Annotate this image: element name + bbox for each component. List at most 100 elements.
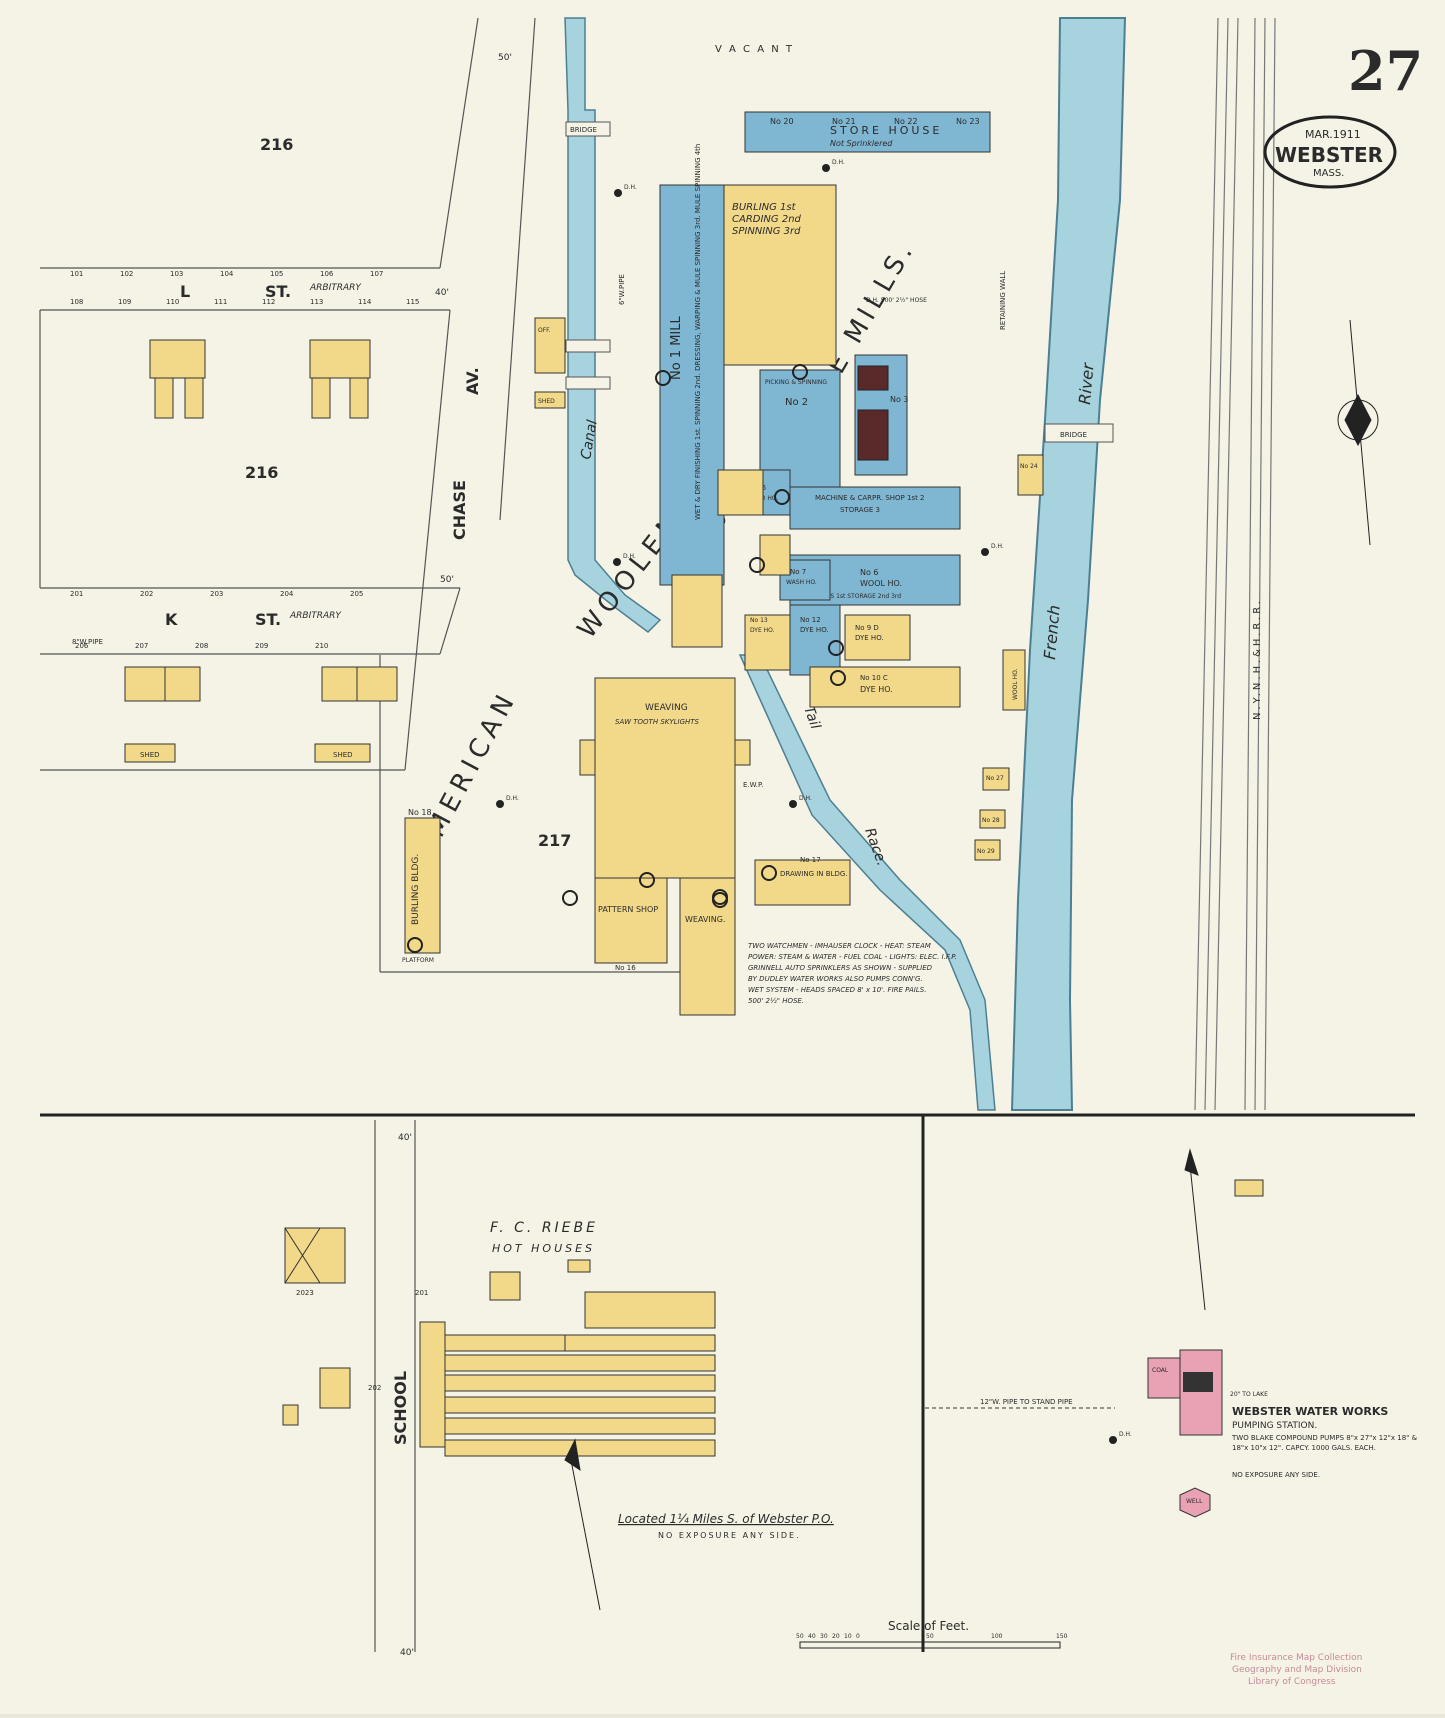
burling-bldg-label: BURLING BLDG. bbox=[411, 854, 421, 925]
small-building-c bbox=[759, 534, 791, 576]
address-number: 108 bbox=[70, 298, 83, 306]
sprinkler-marker bbox=[712, 892, 728, 908]
dye-13-label: DYE HO. bbox=[750, 627, 775, 634]
scale-tick-label: 50 bbox=[926, 1633, 934, 1640]
street-chase-suffix: AV. bbox=[463, 367, 482, 395]
building-no24 bbox=[1017, 454, 1044, 496]
address-number: 107 bbox=[370, 270, 383, 278]
burling-bldg bbox=[404, 817, 441, 954]
title-date: MAR.1911 bbox=[1305, 128, 1361, 141]
ewp-label: E.W.P. bbox=[743, 781, 763, 789]
compass-rose bbox=[1337, 319, 1379, 546]
address-number: 111 bbox=[214, 298, 227, 306]
hydrant-label: D.H. bbox=[832, 159, 845, 166]
scale-tick-label: 20 bbox=[832, 1633, 840, 1640]
wash-house-label: WASH HO. bbox=[786, 579, 817, 586]
tail-race-label: Tail bbox=[800, 704, 823, 732]
picking-label: PICKING & SPINNING bbox=[765, 379, 827, 386]
building-no28-label: No 28 bbox=[982, 817, 1000, 824]
address-number: 110 bbox=[166, 298, 179, 306]
office-label: OFF. bbox=[538, 327, 551, 334]
bridges bbox=[565, 121, 1114, 443]
building-no2-label: No 2 bbox=[785, 397, 808, 408]
mill-note-line: POWER: STEAM & WATER - FUEL COAL - LIGHT… bbox=[748, 953, 957, 961]
drawing-in-building bbox=[754, 859, 851, 906]
pumping-station-boilers bbox=[1183, 1372, 1213, 1392]
retaining-wall-label: RETAINING WALL bbox=[999, 271, 1007, 330]
address-number: 209 bbox=[255, 642, 268, 650]
pattern-shop-label: PATTERN SHOP bbox=[598, 905, 658, 914]
mill-note-line: BY DUDLEY WATER WORKS ALSO PUMPS CONN'G. bbox=[748, 975, 923, 983]
hydrant-label: D.H. bbox=[991, 543, 1004, 550]
wool-house-east-label: WOOL HO. bbox=[1012, 668, 1019, 700]
street-width-40c: 40' bbox=[435, 288, 449, 298]
scale-tick-label: 0 bbox=[856, 1633, 860, 1640]
wpipe-label: 6"W.PIPE bbox=[618, 274, 626, 305]
building-no18-label: No 18 bbox=[408, 808, 432, 817]
building-no16-label: No 16 bbox=[615, 964, 636, 972]
storage-bins-b bbox=[857, 409, 889, 461]
north-arrow-left bbox=[564, 1438, 601, 1611]
hydrant-label: D.H. bbox=[624, 184, 637, 191]
street-chase: CHASE bbox=[450, 480, 469, 540]
coal-label: COAL bbox=[1152, 1367, 1169, 1374]
bins-label: BINS 1st STORAGE 2nd 3rd bbox=[820, 593, 901, 600]
water-works-pumps: TWO BLAKE COMPOUND PUMPS 8"x 27"x 12"x 1… bbox=[1231, 1434, 1418, 1442]
burling-building bbox=[723, 184, 837, 366]
to-lake: 20" TO LAKE bbox=[1230, 1391, 1268, 1398]
street-width-50b: 50' bbox=[440, 575, 454, 585]
dye-house-13 bbox=[744, 614, 791, 671]
school-201: 201 bbox=[415, 1289, 428, 1297]
address-number: 106 bbox=[320, 270, 334, 278]
title-city: WEBSTER bbox=[1275, 143, 1383, 167]
sprinkler-marker bbox=[749, 557, 765, 573]
no-exposure-note: NO EXPOSURE ANY SIDE. bbox=[658, 1531, 801, 1540]
storage-bins-a bbox=[857, 365, 889, 391]
spinning-label: SPINNING 3rd bbox=[732, 226, 801, 237]
small-building-b bbox=[717, 469, 764, 516]
address-number: 202 bbox=[140, 590, 153, 598]
address-number: 109 bbox=[118, 298, 131, 306]
address-number: 113 bbox=[310, 298, 323, 306]
address-number: 112 bbox=[262, 298, 275, 306]
weaving-building bbox=[594, 677, 736, 879]
hydrant-markers: D.H.D.H.D.H.D.H.D.H.D.H.D.H. bbox=[407, 159, 1132, 1444]
address-number: 101 bbox=[70, 270, 83, 278]
shed-k-2: SHED bbox=[333, 751, 353, 759]
building-no27-label: No 27 bbox=[986, 775, 1004, 782]
wool-house-label: WOOL HO. bbox=[860, 579, 902, 588]
dye-9d-label: DYE HO. bbox=[855, 634, 884, 642]
mill-fire-protection-note: TWO WATCHMEN - IMHAUSER CLOCK - HEAT: ST… bbox=[748, 942, 957, 1005]
building-no3-label: No 3 bbox=[890, 395, 909, 404]
scale-tick-label: 150 bbox=[1056, 1633, 1068, 1640]
hydrant-dot bbox=[496, 800, 504, 808]
scale-tick-label: 10 bbox=[844, 1633, 852, 1640]
dye-house-12 bbox=[789, 604, 841, 676]
french-river bbox=[1010, 17, 1127, 1111]
sprinkler-marker bbox=[562, 890, 578, 906]
location-note: Located 1¼ Miles S. of Webster P.O. bbox=[618, 1512, 834, 1526]
sprinkler-marker bbox=[639, 872, 655, 888]
hydrant-label: D.H. bbox=[1119, 1431, 1132, 1438]
saw-tooth-label: SAW TOOTH SKYLIGHTS bbox=[615, 718, 700, 726]
street-l: L bbox=[180, 282, 190, 301]
river-label: River bbox=[1075, 361, 1098, 405]
street-width-40: 40' bbox=[398, 1133, 412, 1143]
loc-stamp-3: Library of Congress bbox=[1248, 1677, 1336, 1687]
shed-canal bbox=[534, 391, 566, 409]
school-street-lines bbox=[374, 1120, 416, 1652]
sprinkler-marker bbox=[830, 670, 846, 686]
mill-note-line: WET SYSTEM - HEADS SPACED 8' x 10'. FIRE… bbox=[748, 986, 926, 994]
shed-k-1: SHED bbox=[140, 751, 160, 759]
mill-no1-label: No 1 MILL bbox=[669, 315, 684, 380]
hydrant-dot bbox=[614, 189, 622, 197]
scale-bar bbox=[799, 1641, 1061, 1649]
house-2023: 2023 bbox=[296, 1289, 314, 1297]
title-state: MASS. bbox=[1313, 168, 1344, 179]
dye-13-num: No 13 bbox=[750, 617, 768, 624]
dye-house-10c bbox=[809, 666, 961, 708]
